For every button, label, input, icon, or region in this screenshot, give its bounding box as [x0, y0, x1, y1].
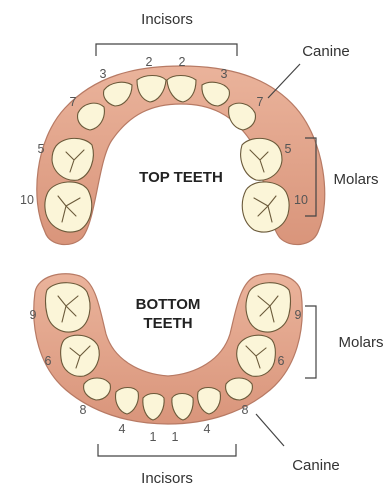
- bottom-incisors-bracket: [98, 444, 236, 456]
- bottom-canine-pointer: [256, 414, 284, 446]
- top-number-lateral-right: 3: [221, 67, 228, 81]
- bottom-incisors-label: Incisors: [141, 470, 193, 487]
- top-number-lateral-left: 3: [100, 67, 107, 81]
- bottom-number-canine-left: 8: [80, 403, 87, 417]
- bottom-number-lateral-left: 4: [119, 422, 126, 436]
- top-molars-label: Molars: [333, 171, 378, 188]
- bottom-number-canine-right: 8: [242, 403, 249, 417]
- bottom-jaw-title-line2: TEETH: [143, 315, 192, 332]
- top-number-canine-left: 7: [70, 95, 77, 109]
- bottom-number-molar1-left: 6: [45, 354, 52, 368]
- top-incisors-label: Incisors: [141, 11, 193, 28]
- bottom-number-molar2-right: 9: [295, 308, 302, 322]
- top-jaw: TOP TEETH: [37, 66, 325, 245]
- top-canine-pointer: [268, 64, 300, 98]
- top-number-molar1-right: 5: [285, 142, 292, 156]
- bottom-number-incisor-right: 1: [172, 430, 179, 444]
- bottom-number-molar1-right: 6: [278, 354, 285, 368]
- bottom-number-incisor-left: 1: [150, 430, 157, 444]
- bottom-molars-label: Molars: [338, 334, 383, 351]
- top-number-canine-right: 7: [257, 95, 264, 109]
- top-jaw-title: TOP TEETH: [139, 169, 223, 186]
- top-number-molar2-right: 10: [294, 193, 308, 207]
- bottom-molars-bracket: [305, 306, 316, 378]
- top-second-molar-left: [45, 182, 92, 232]
- bottom-number-lateral-right: 4: [204, 422, 211, 436]
- top-number-incisor-left: 2: [146, 55, 153, 69]
- bottom-number-molar2-left: 9: [30, 308, 37, 322]
- top-incisors-bracket: [96, 44, 237, 56]
- bottom-jaw-title-line1: BOTTOM: [136, 296, 201, 313]
- top-second-molar-right: [242, 182, 289, 232]
- top-number-molar2-left: 10: [20, 193, 34, 207]
- bottom-canine-label: Canine: [292, 457, 340, 474]
- bottom-jaw: BOTTOM TEETH: [34, 274, 302, 424]
- top-number-molar1-left: 5: [38, 142, 45, 156]
- top-canine-label: Canine: [302, 43, 350, 60]
- top-number-incisor-right: 2: [179, 55, 186, 69]
